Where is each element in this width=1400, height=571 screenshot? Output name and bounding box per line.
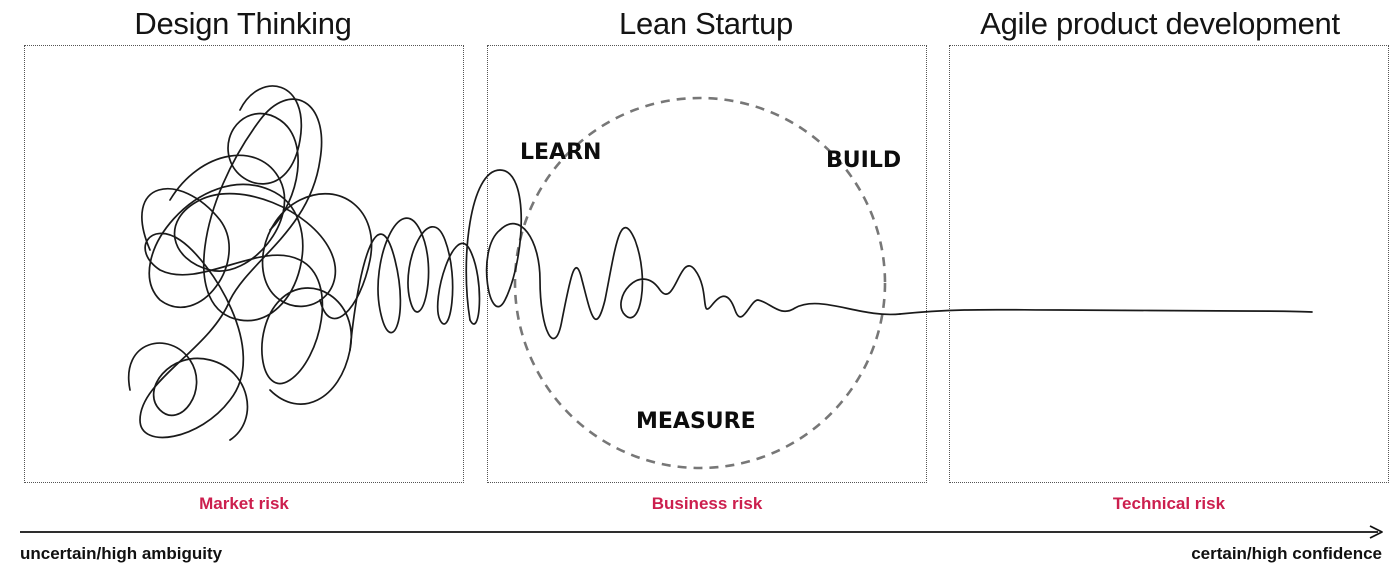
stage-title-design-thinking: Design Thinking [134,6,352,41]
stage-frame-agile-development [949,45,1389,483]
progress-axis [20,525,1383,539]
axis-start-label: uncertain/high ambiguity [20,544,223,563]
risk-label-market: Market risk [199,494,289,513]
build-measure-learn-cycle-circle [513,96,887,470]
stage-frame-design-thinking [24,45,464,483]
cycle-label-learn: LEARN [520,140,602,165]
cycle-label-build: BUILD [826,148,902,173]
axis-arrowhead [1369,525,1383,539]
risk-label-business: Business risk [651,494,763,513]
axis-end-label: certain/high confidence [1191,544,1382,563]
stage-title-agile-development: Agile product development [980,6,1340,41]
stage-title-lean-startup: Lean Startup [619,6,793,41]
risk-label-technical: Technical risk [1112,494,1226,513]
cycle-label-measure: MEASURE [636,409,756,434]
uncertainty-squiggle [127,85,1313,441]
